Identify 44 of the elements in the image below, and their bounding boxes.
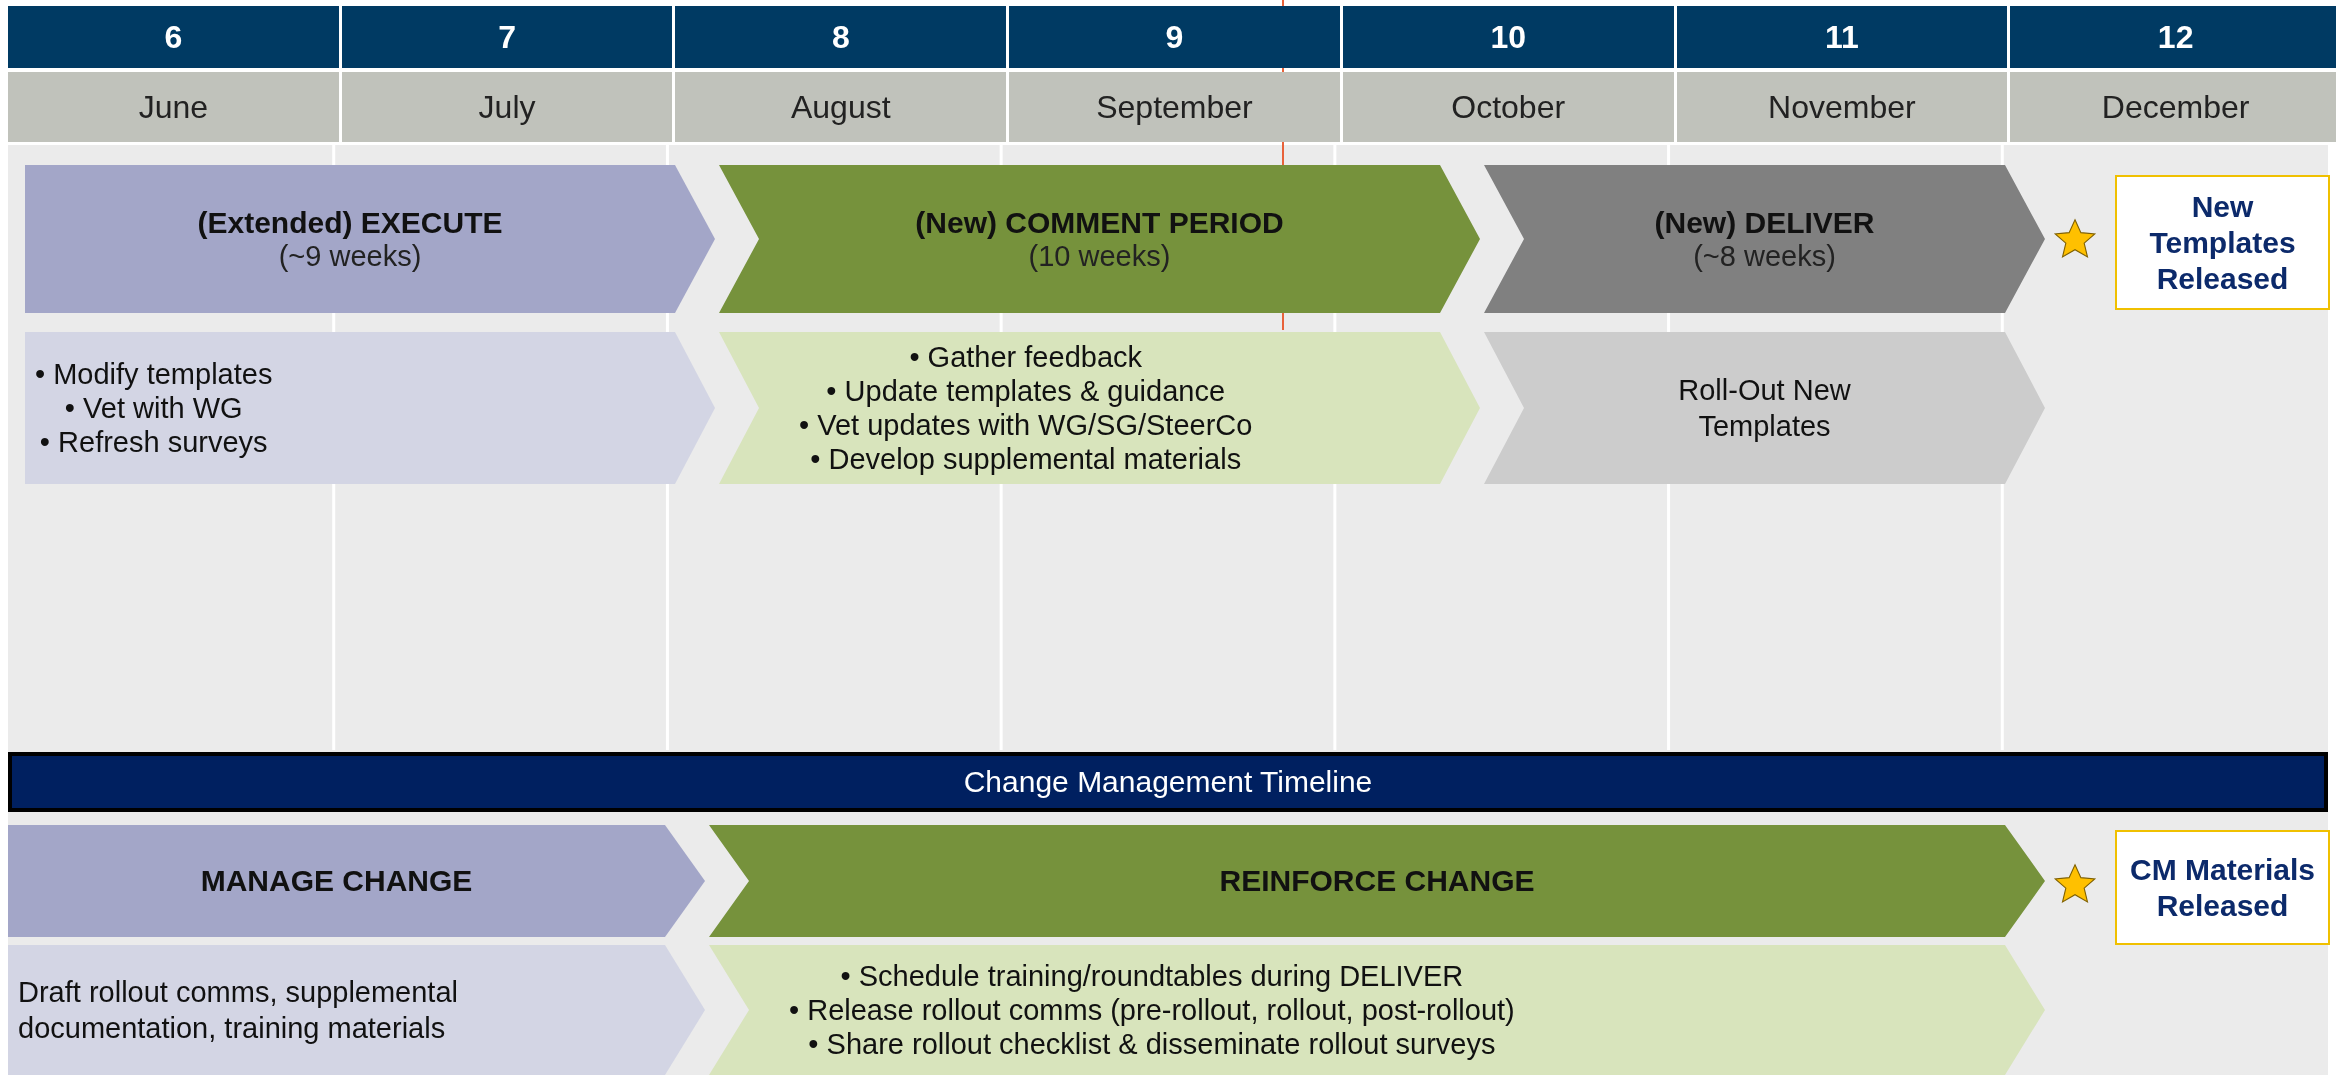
month-header: November [1676,72,2008,142]
phase-title: REINFORCE CHANGE [1219,864,1535,898]
month-number-header: 10 [1342,6,1674,68]
bullet-item: • Gather feedback [908,340,1143,374]
month-header: July [341,72,673,142]
month-number-header: 12 [2010,6,2336,68]
month-header: September [1009,72,1340,142]
bullet-item: • Refresh surveys [38,425,269,459]
milestone-box [2115,830,2330,945]
phase-banner [8,825,705,937]
section-band [8,752,2328,812]
task-text: Draft rollout comms, supplemental documentation, training materials [18,975,459,1046]
phase-title: (New) COMMENT PERIOD [915,205,1284,240]
month-header: June [8,72,339,142]
bullet-item: • Vet updates with WG/SG/SteerCo [799,408,1253,442]
month-number-header: 8 [675,6,1007,68]
duration-text: (10 weeks) [1028,239,1171,273]
bullet-item: • Vet with WG [63,391,244,425]
month-number-header: 6 [8,6,339,68]
bullet-item: • Develop supplemental materials [809,442,1243,476]
month-header: December [2010,72,2336,142]
month-header: October [1342,72,1674,142]
bullet-item: • Modify templates [35,357,273,391]
month-number-header: 9 [1009,6,1340,68]
bullet-item: • Release rollout comms (pre-rollout, rollout, post-rollout) [789,993,1515,1027]
bullet-item: • Share rollout checklist & disseminate rollout surveys [807,1027,1497,1061]
duration-text: (~8 weeks) [1693,239,1836,273]
milestone-text: CM Materials Released [2128,851,2317,924]
duration-text: (~9 weeks) [278,239,422,273]
band-title: Change Management Timeline [963,765,1373,799]
month-header: August [675,72,1007,142]
bullet-item: • Update templates & guidance [825,374,1227,408]
milestone-text: New Templates Released [2148,188,2297,297]
task-panel [25,332,715,484]
task-panel [8,945,705,1075]
phase-title: (New) DELIVER [1654,205,1875,240]
phase-title: (Extended) EXECUTE [197,205,503,240]
month-number-header: 11 [1676,6,2008,68]
phase-banner [25,165,715,313]
phase-title: MANAGE CHANGE [200,864,473,898]
task-text: Roll-Out New Templates [1677,373,1852,444]
month-number-header: 7 [341,6,673,68]
bullet-item: • Schedule training/roundtables during DELIVER [839,959,1465,993]
milestone-box [2115,175,2330,310]
